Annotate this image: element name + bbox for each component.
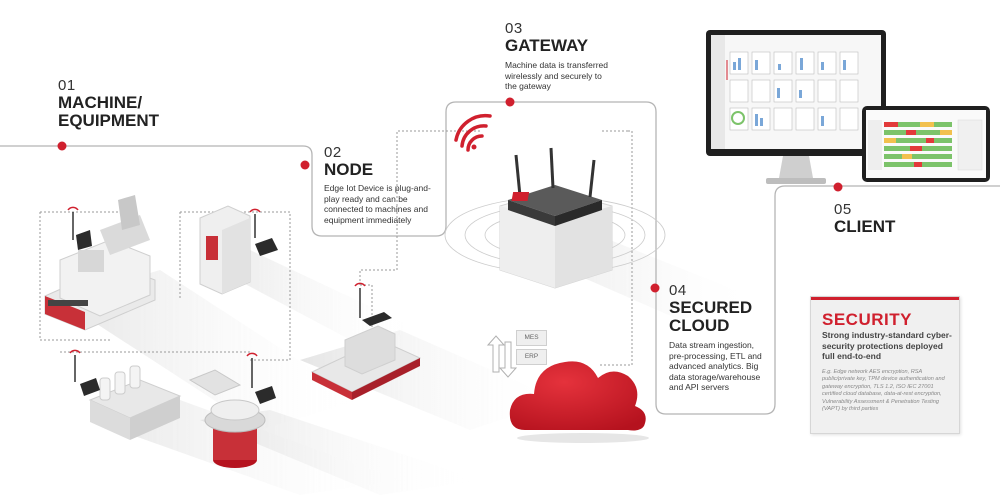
flow-dots xyxy=(57,97,843,293)
antenna-icon xyxy=(67,206,79,240)
tablet-icon xyxy=(862,106,990,182)
machine-rotary-mixer xyxy=(188,369,276,468)
mes-tag: MES xyxy=(516,330,547,346)
wireless-links xyxy=(39,130,633,366)
step-number-02: 02 xyxy=(324,144,342,161)
security-accent-bar xyxy=(811,297,959,300)
wifi-icon xyxy=(454,113,492,152)
machine-cabinet xyxy=(199,205,278,295)
step-title-gateway: GATEWAY xyxy=(505,36,589,55)
machine-packaging-line xyxy=(44,195,156,331)
step-number-05: 05 xyxy=(834,201,852,218)
security-subtitle: Strong industry-standard cyber-security … xyxy=(822,330,952,361)
antenna-icon xyxy=(354,282,366,318)
sync-arrows-icon xyxy=(486,335,518,378)
step-title-secured-cloud: SECURED CLOUD xyxy=(669,298,753,335)
antenna-icon xyxy=(246,352,258,388)
step-title-node: NODE xyxy=(324,160,374,179)
security-title: SECURITY xyxy=(822,310,912,329)
gateway-device xyxy=(499,147,613,289)
machine-conveyor xyxy=(310,312,422,400)
flow-line xyxy=(0,101,1000,415)
step-number-04: 04 xyxy=(669,282,687,299)
step-number-01: 01 xyxy=(58,77,76,94)
antenna-icon xyxy=(249,208,261,238)
step-description-gateway: Machine data is transferred wirelessly a… xyxy=(505,60,608,91)
erp-tag: ERP xyxy=(516,349,547,365)
router-icon xyxy=(508,147,602,226)
step-title-machine-equipment: MACHINE/ EQUIPMENT xyxy=(58,93,160,130)
step-description-node: Edge Iot Device is plug-and-play ready a… xyxy=(324,183,431,225)
step-number-03: 03 xyxy=(505,20,523,37)
machine-bottling xyxy=(80,365,182,440)
security-note: E.g. Edge network AES encryption, RSA pu… xyxy=(822,369,945,413)
step-description-secured-cloud: Data stream ingestion, pre-processing, E… xyxy=(669,340,762,392)
monitor-icon xyxy=(706,30,886,184)
security-panel: SECURITY Strong industry-standard cyber-… xyxy=(810,296,960,434)
antenna-icon xyxy=(69,349,81,382)
cloud-icon xyxy=(509,361,649,443)
step-title-client: CLIENT xyxy=(834,217,896,236)
